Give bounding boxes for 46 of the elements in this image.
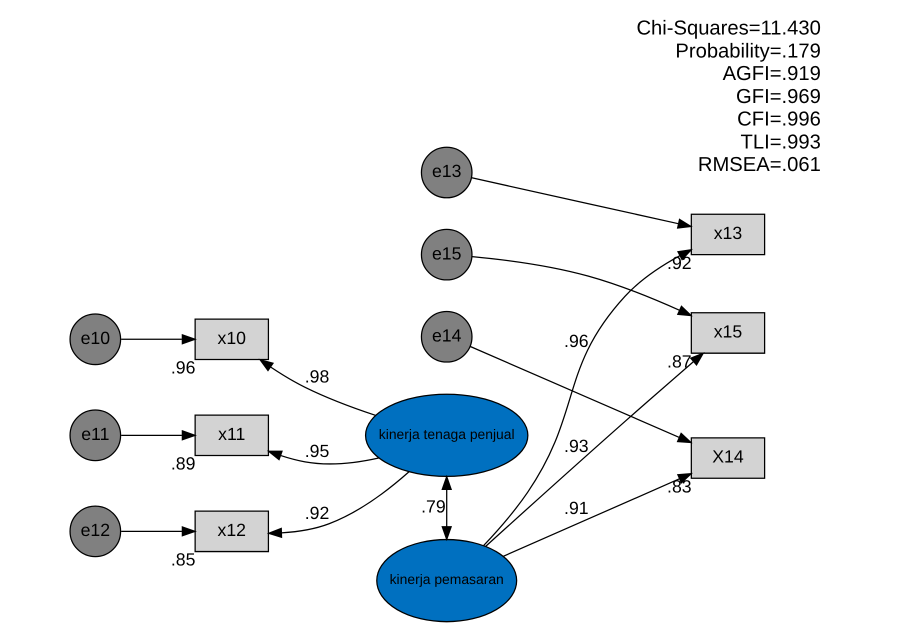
arrow xyxy=(485,352,705,547)
node-box: x10 xyxy=(194,318,270,360)
arrow xyxy=(472,256,693,316)
arrow xyxy=(266,450,379,465)
node-label: .87 xyxy=(667,351,692,372)
arrow xyxy=(258,358,376,416)
node-ellipse: kinerja tenaga penjual xyxy=(364,394,528,478)
label: RMSEA=.061 xyxy=(698,154,821,176)
label: Chi-Squares=11.430 xyxy=(636,18,821,40)
node-box: x12 xyxy=(194,510,270,552)
node-label: .85 xyxy=(170,550,196,570)
arrow xyxy=(470,346,693,444)
arrow xyxy=(441,474,452,542)
node-label: .96 xyxy=(170,358,196,378)
node-box: x15 xyxy=(690,312,766,354)
node-circle: e11 xyxy=(69,409,122,462)
edge-label: .92 xyxy=(304,502,330,523)
arrow xyxy=(121,334,197,345)
arrow xyxy=(121,526,197,537)
node-circle: e12 xyxy=(69,505,122,558)
node-box: x11 xyxy=(194,414,270,456)
node-circle: e13 xyxy=(420,146,473,198)
label: Probability=.179 xyxy=(675,40,821,62)
label: CFI=.996 xyxy=(737,108,821,131)
edge-label: .98 xyxy=(304,366,330,387)
node-ellipse: kinerja pemasaran xyxy=(376,538,518,622)
node-circle: e15 xyxy=(420,228,473,281)
arrow xyxy=(472,177,693,229)
arrow xyxy=(121,430,197,441)
node-label: .89 xyxy=(170,454,196,474)
node-box: X14 xyxy=(690,437,766,479)
label: AGFI=.919 xyxy=(722,63,821,86)
edge-label: .93 xyxy=(564,436,589,456)
node-box: x13 xyxy=(690,214,766,256)
arrow xyxy=(483,248,693,546)
edge-label: .95 xyxy=(304,441,330,462)
edge-label: .91 xyxy=(564,498,589,518)
edge-label: .79 xyxy=(421,496,446,517)
label: GFI=.969 xyxy=(736,86,821,108)
edge-label: .96 xyxy=(564,331,589,352)
node-circle: e10 xyxy=(69,313,122,366)
node-label: .83 xyxy=(667,476,692,496)
arrow xyxy=(266,471,410,538)
arrow xyxy=(502,472,693,557)
label: TLI=.993 xyxy=(740,131,821,154)
node-circle: e14 xyxy=(420,310,473,363)
